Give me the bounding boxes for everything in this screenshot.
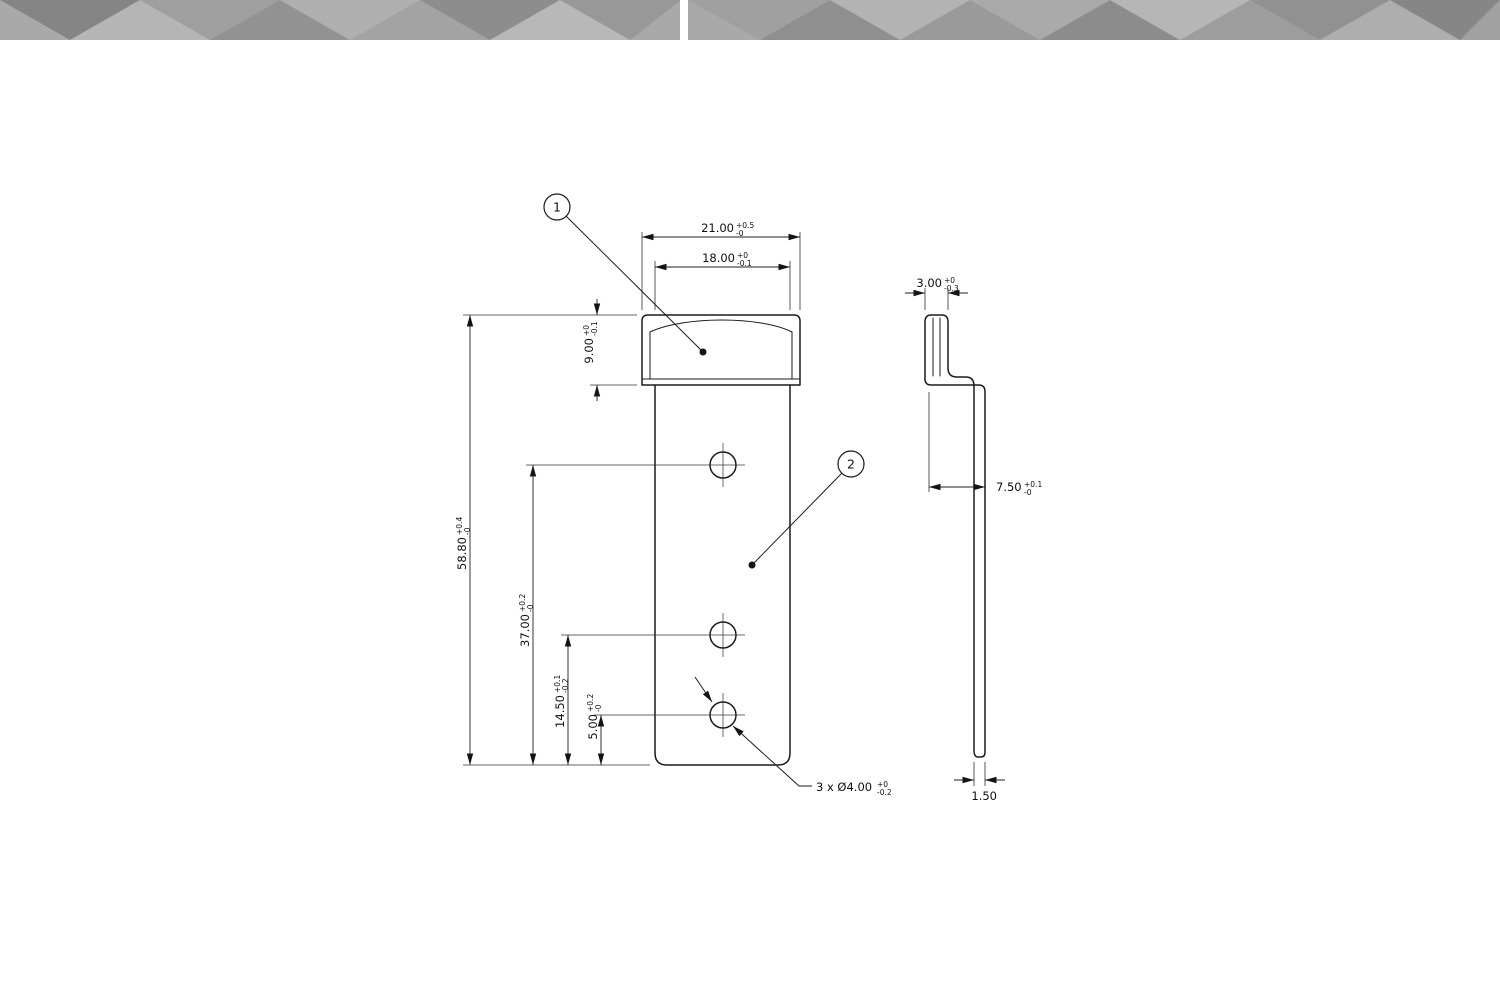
dim-tol-upper: +0 [737,251,748,260]
callout-leader [732,725,812,787]
dim-value: 58.80 [455,537,469,570]
dim-value: 3 x Ø4.00 [816,780,872,794]
banner-triangle [1110,0,1250,40]
balloon-2-circle [837,450,865,478]
banner-triangle [490,0,630,40]
dim-tol-upper: +0 [944,276,955,285]
banner-triangle [688,0,830,40]
dim-tol-lower: -0 [463,527,472,535]
dim-tol-upper: +0.5 [736,221,754,230]
dim-value: 14.50 [553,695,567,728]
dim-value: 37.00 [518,614,532,647]
side-view [924,314,986,758]
dim-text-side-width: 3.00 +0 -0.3 [916,276,958,293]
dim-text-width-inner: 18.00 +0 -0.1 [702,251,752,268]
banner-triangle [0,0,140,40]
banner-triangle [900,0,1040,40]
front-tab-lip-curve [649,319,793,333]
dim-text-hole-bot: 5.00 +0.2 -0 [586,694,603,740]
dim-value: 3.00 [916,276,942,290]
banner-triangle [210,0,350,40]
dim-tol-upper: +0.2 [518,594,527,612]
dim-value: 9.00 [582,338,596,364]
dim-tol-lower: -0.1 [737,259,752,268]
balloon-1-circle [543,193,571,221]
dim-tol-lower: -0.1 [590,321,599,336]
banner-triangle [70,0,210,40]
header-banner [0,0,1500,40]
dim-tol-lower: -0.2 [877,788,892,797]
banner-triangle [830,0,970,40]
dim-tol-upper: +0.1 [1024,480,1042,489]
banner-triangle [280,0,420,40]
banner-triangle [760,0,900,40]
dim-tol-lower: -0 [594,704,603,712]
banner-triangle [1460,0,1500,40]
side-profile-outline [924,314,986,758]
banner-triangle [1250,0,1390,40]
front-tab-outline [641,314,801,386]
callout-arrow [694,676,713,703]
balloon-1: 1 [543,193,707,356]
dim-text-thickness: 1.50 [971,789,997,803]
dim-tol-lower: -0.3 [944,284,959,293]
banner-triangle [1320,0,1460,40]
dim-value: 5.00 [586,714,600,740]
banner-triangle [140,0,280,40]
banner-triangle [1390,0,1500,40]
dim-value: 7.50 [996,480,1022,494]
banner-triangle [1040,0,1180,40]
dim-tol-upper: +0.4 [455,517,464,535]
dim-text-tab-height: 9.00 +0 -0.1 [582,321,599,363]
banner-triangle [1180,0,1320,40]
dim-tol-lower: -0.2 [561,678,570,693]
balloon-2-number: 2 [847,457,855,472]
balloon-1-leader [565,215,702,351]
dim-text-hole-mid: 14.50 +0.1 -0.2 [553,675,570,728]
balloon-2: 2 [748,450,865,569]
dim-tol-upper: +0.2 [586,694,595,712]
dim-value: 1.50 [971,789,997,803]
hole-callout: 3 x Ø4.00 +0 -0.2 [694,676,892,797]
banner-gap [680,0,688,40]
balloon-1-number: 1 [553,200,561,215]
banner-triangle [350,0,490,40]
dim-text-hole-top: 37.00 +0.2 -0 [518,594,535,647]
dim-value: 21.00 [701,221,734,235]
front-body-outline [654,384,791,766]
dim-tol-lower: -0 [1024,488,1032,497]
dim-tol-lower: -0 [736,229,744,238]
dim-value: 18.00 [702,251,735,265]
banner-triangle [970,0,1110,40]
balloon-1-dot [699,348,707,356]
callout-text: 3 x Ø4.00 +0 -0.2 [816,780,892,797]
dim-tol-lower: -0 [526,604,535,612]
dim-tol-upper: +0.1 [553,675,562,693]
dim-tol-upper: +0 [877,780,888,789]
dim-text-side-offset: 7.50 +0.1 -0 [996,480,1042,497]
dim-text-total-height: 58.80 +0.4 -0 [455,517,472,570]
dim-tol-upper: +0 [582,325,591,336]
balloon-2-dot [748,561,756,569]
banner-triangle [560,0,681,40]
front-view [641,314,801,766]
dim-text-width-outer: 21.00 +0.5 -0 [701,221,754,238]
balloon-2-leader [753,472,843,564]
dimensions: 21.00 +0.5 -0 18.00 +0 -0.1 9.00 +0 -0.1… [455,221,1042,803]
banner-triangle [420,0,560,40]
